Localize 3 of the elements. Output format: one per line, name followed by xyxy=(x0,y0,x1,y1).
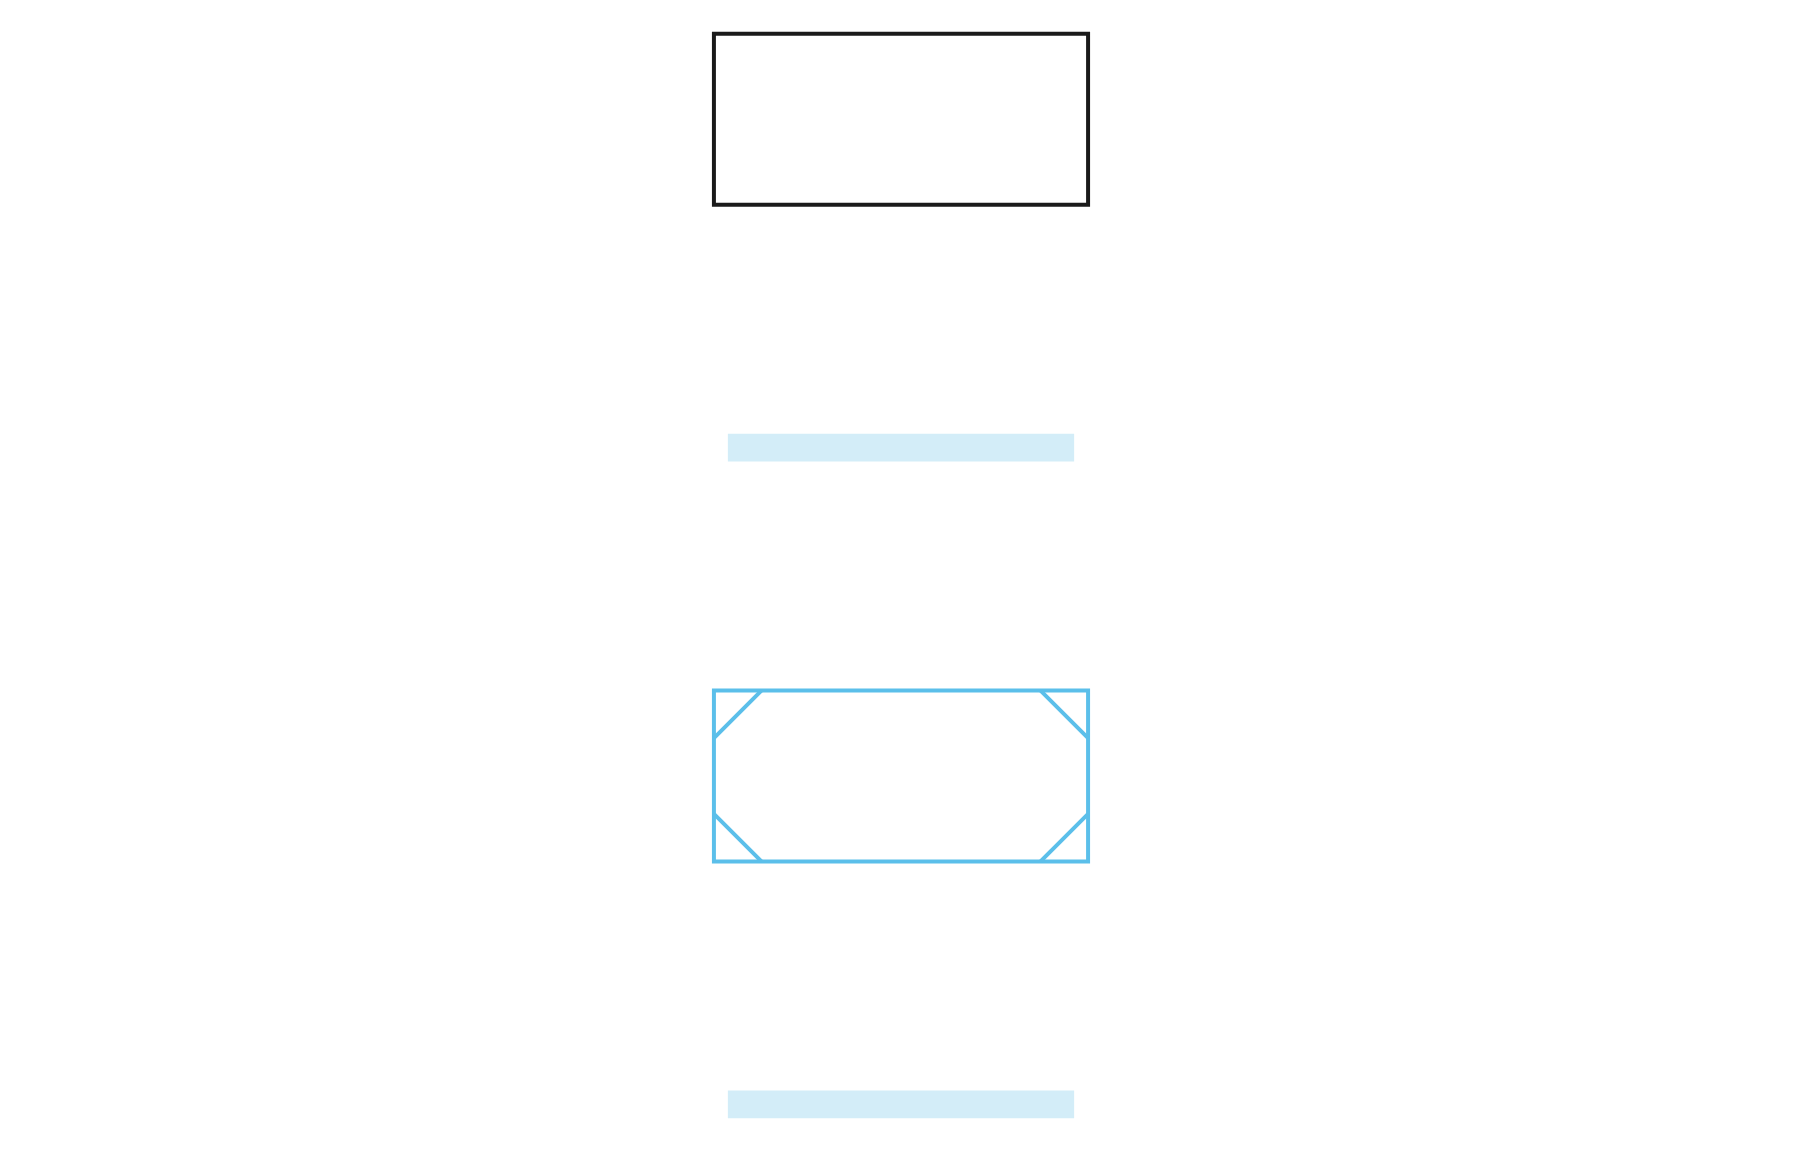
node-bar xyxy=(726,1090,1074,1119)
node-bar xyxy=(726,433,1074,462)
node-box xyxy=(710,31,1090,207)
